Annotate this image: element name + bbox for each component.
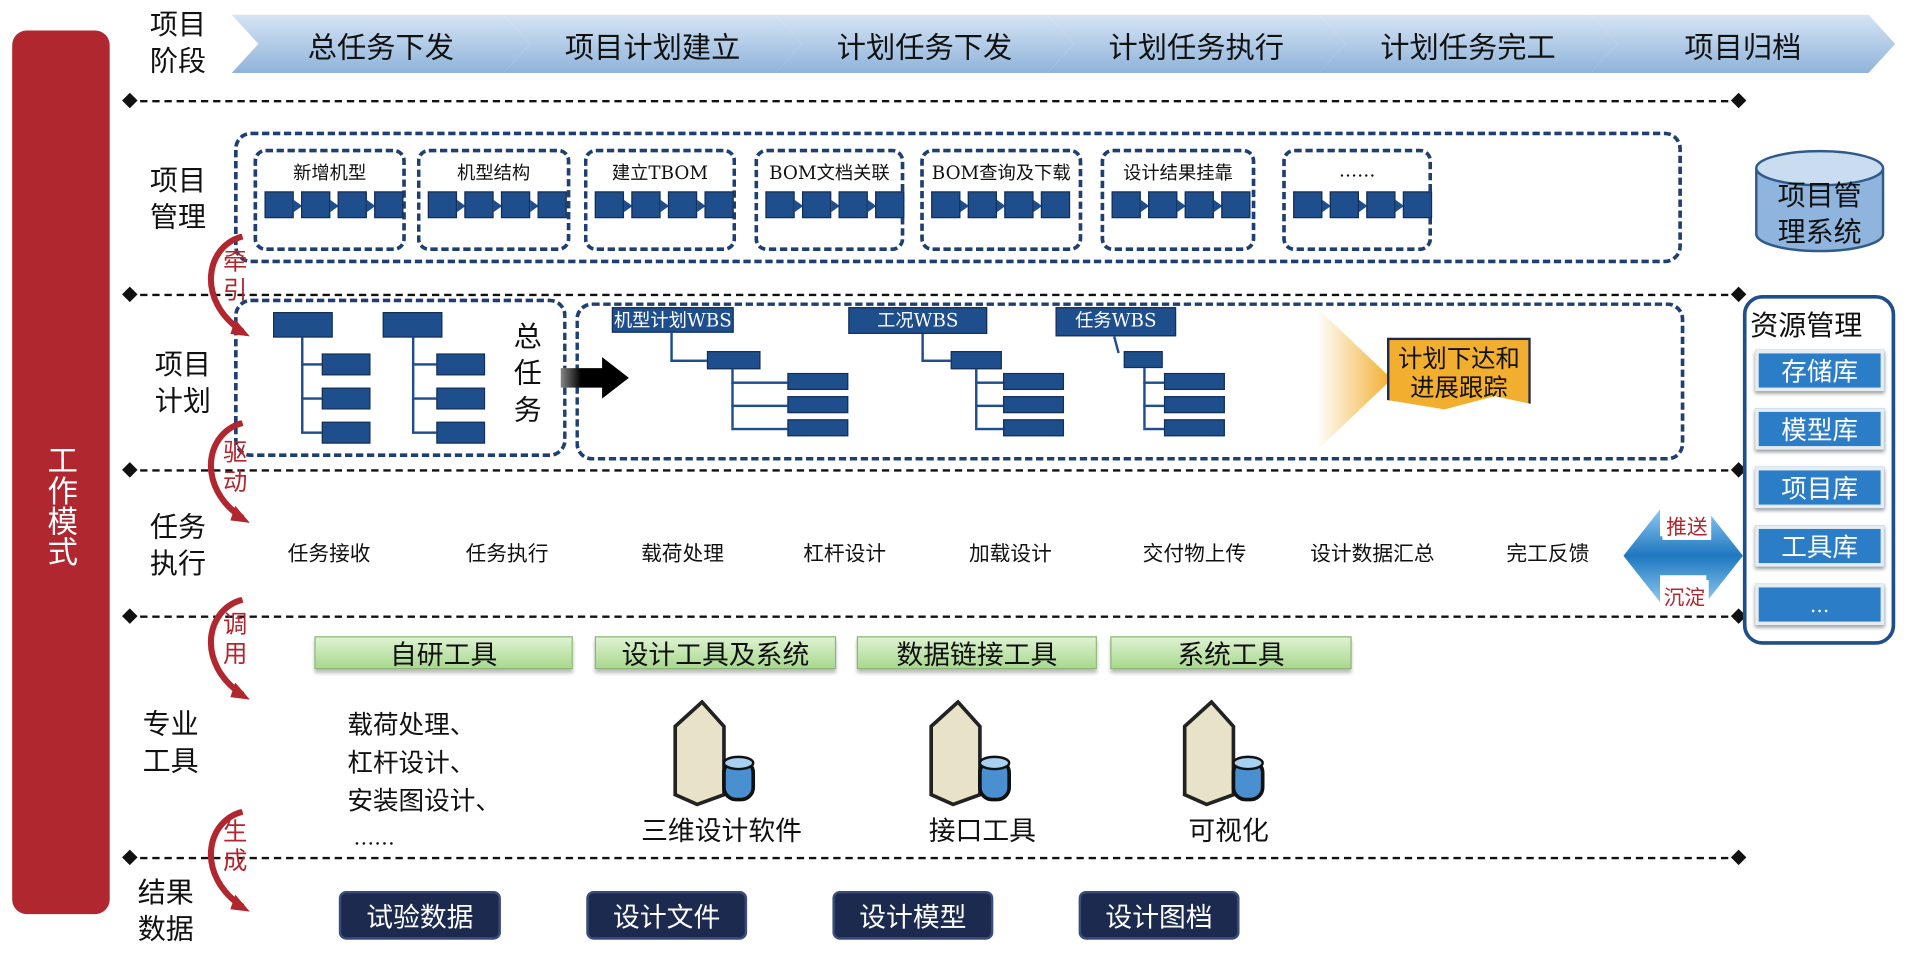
row-label-results: 结果数据 <box>137 877 194 946</box>
management-item: 设计结果挂靠 <box>1100 148 1256 252</box>
resource-more[interactable]: … <box>1755 583 1885 626</box>
management-system-label: 项目管理系统 <box>1777 180 1862 249</box>
resource-tool[interactable]: 工具库 <box>1755 525 1885 567</box>
database-icon: 项目管理系统 <box>1753 149 1887 254</box>
curved-arrow-icon: 调用 <box>199 597 250 701</box>
work-mode-label: 工作模式 <box>43 444 79 567</box>
inhouse-tool: 安装图设计、 <box>347 786 501 816</box>
management-group <box>234 131 1682 264</box>
task-item: 任务执行 <box>465 542 549 567</box>
wbs-node-task: 任务WBS <box>1055 307 1177 337</box>
stage-5: 计划任务完工 <box>1319 15 1618 74</box>
curved-arrow-icon: 生成 <box>199 809 250 913</box>
row-label-tools: 专业工具 <box>142 709 199 778</box>
task-node <box>382 312 443 338</box>
tool-category: 数据链接工具 <box>856 636 1097 671</box>
management-item: …… <box>1282 148 1433 252</box>
inhouse-tool: …… <box>353 826 395 851</box>
divider <box>127 856 1741 860</box>
management-item: 机型结构 <box>416 148 571 252</box>
resource-title: 资源管理 <box>1750 310 1863 343</box>
management-item: 建立TBOM <box>583 148 737 252</box>
stage-4: 计划任务执行 <box>1047 15 1346 74</box>
row-label-execution: 任务执行 <box>149 511 206 581</box>
stage-6: 项目归档 <box>1591 15 1896 74</box>
tool-category: 设计工具及系统 <box>594 636 837 671</box>
curved-arrow-icon: 驱动 <box>199 420 250 524</box>
management-item: BOM查询及下载 <box>920 148 1083 252</box>
management-item: BOM文档关联 <box>754 148 905 252</box>
task-item: 完工反馈 <box>1506 542 1590 567</box>
row-label-management: 项目管理 <box>149 165 206 235</box>
management-item: 新增机型 <box>253 148 406 252</box>
wbs-node-condition: 工况WBS <box>848 307 988 334</box>
double-arrow-icon: 推送 沉淀 <box>1623 509 1743 611</box>
stage-1: 总任务下发 <box>232 15 531 74</box>
server-label: 可视化 <box>1188 816 1269 848</box>
push-label: 推送 <box>1662 509 1712 540</box>
result-item: 设计模型 <box>832 890 994 940</box>
task-item: 任务接收 <box>287 542 371 567</box>
resource-project[interactable]: 项目库 <box>1755 466 1885 509</box>
task-item: 设计数据汇总 <box>1310 542 1435 567</box>
divider <box>127 293 1741 297</box>
wbs-node-model: 机型计划WBS <box>611 307 734 333</box>
resource-storage[interactable]: 存储库 <box>1755 349 1885 392</box>
task-item: 杠杆设计 <box>803 542 887 567</box>
task-item: 载荷处理 <box>641 542 724 567</box>
resource-model[interactable]: 模型库 <box>1755 408 1885 450</box>
stage-3: 计划任务下发 <box>775 15 1074 74</box>
server-label: 三维设计软件 <box>641 816 802 848</box>
tool-category: 系统工具 <box>1110 636 1352 671</box>
result-item: 设计图档 <box>1078 890 1240 940</box>
task-node <box>273 312 333 338</box>
server-icon <box>924 699 1029 812</box>
curved-arrow-icon: 牵引​ <box>199 234 250 338</box>
deposit-label: 沉淀 <box>1660 580 1709 611</box>
divider <box>127 99 1741 103</box>
server-label: 接口工具 <box>928 816 1036 848</box>
tool-category: 自研工具 <box>314 636 573 671</box>
task-item: 交付物上传 <box>1142 542 1247 567</box>
server-icon <box>668 699 773 812</box>
row-label-plan: 项目计划 <box>154 349 211 419</box>
inhouse-tool: 杠杆设计、 <box>347 748 476 778</box>
result-item: 试验数据 <box>338 890 501 940</box>
inhouse-tool: 载荷处理、 <box>347 710 476 740</box>
divider <box>127 615 1741 618</box>
work-mode-bar: 工作模式 <box>12 30 110 915</box>
total-task-label: 总任务 <box>513 321 542 427</box>
arrow-right-icon <box>560 357 629 403</box>
stage-2: 项目计划建立 <box>503 15 802 74</box>
task-item: 加载设计 <box>968 542 1052 567</box>
divider <box>127 469 1741 472</box>
server-icon <box>1177 699 1282 812</box>
row-label-stage: 项目阶段 <box>149 9 206 79</box>
result-item: 设计文件 <box>586 890 748 940</box>
